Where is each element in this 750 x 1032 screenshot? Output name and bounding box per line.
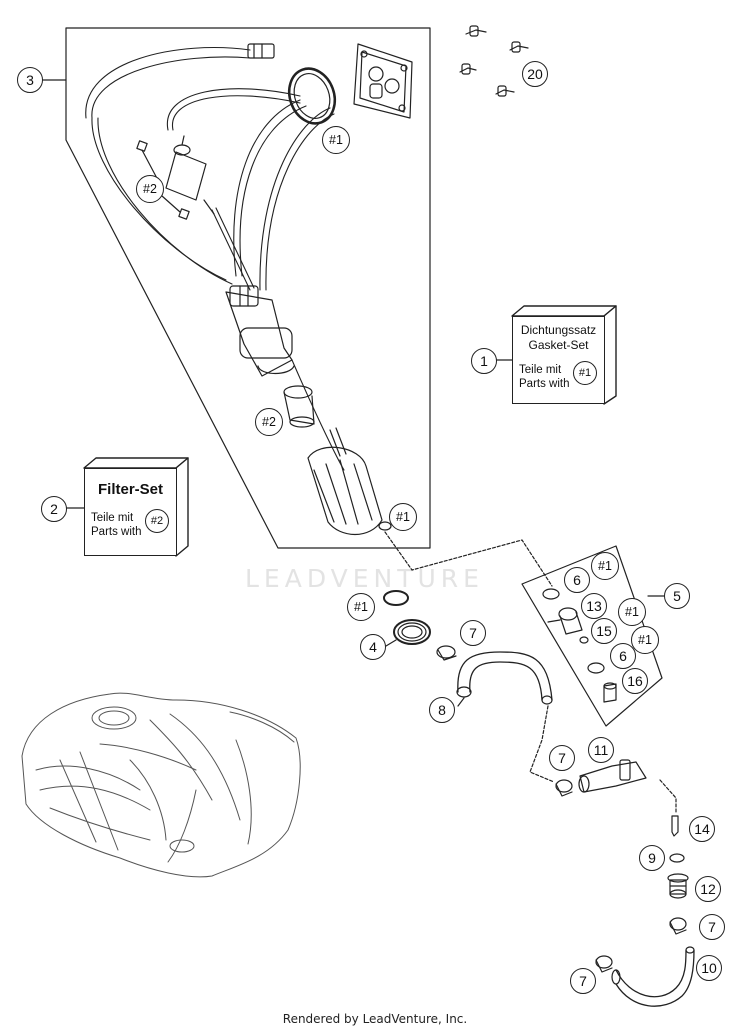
filter-set-parts-en: Parts with — [91, 526, 142, 538]
callout-11: 11 — [588, 737, 614, 763]
routing-line-c — [659, 779, 677, 813]
gasket-set-title-de: Dichtungssatz — [520, 323, 597, 337]
callout-14: 14 — [689, 816, 715, 842]
ref-callout-seal: #1 — [322, 126, 350, 154]
routing-line-a — [384, 531, 553, 587]
callout-12: 12 — [695, 876, 721, 902]
filter-set-box: Filter-Set Teile mit Parts with #2 — [84, 468, 177, 556]
filter-set-parts-de: Teile mit — [91, 512, 134, 524]
gasket-set-parts-de: Teile mit — [519, 364, 562, 376]
part-10-hose — [611, 946, 695, 1007]
pump-flange — [353, 43, 413, 119]
callout-7d: 7 — [570, 968, 596, 994]
callout-7a: 7 — [460, 620, 486, 646]
callout-20: 20 — [522, 61, 548, 87]
leadventure-watermark: LEADVENTURE — [245, 564, 484, 593]
gasket-set-title-en: Gasket-Set — [528, 338, 589, 352]
fuel-tank — [21, 692, 301, 878]
callout-3: 3 — [17, 67, 43, 93]
filter-set-parts-text: Teile mit Parts with — [91, 511, 142, 539]
part-15-ring — [579, 636, 589, 644]
callout-6a: 6 — [564, 567, 590, 593]
pump-body — [225, 285, 295, 377]
pump-sleeve — [283, 385, 315, 428]
ref-callout-left-oring: #1 — [347, 593, 375, 621]
wire-connector — [247, 43, 275, 59]
part-6-ring-b — [587, 662, 605, 674]
routing-line-b — [529, 705, 555, 783]
fuel-lines — [85, 47, 345, 471]
part-14-pin — [671, 815, 679, 837]
callout-8: 8 — [429, 697, 455, 723]
callout-10: 10 — [696, 955, 722, 981]
ref-callout-filter: #2 — [136, 175, 164, 203]
fuel-filter — [136, 135, 215, 220]
callout-13: 13 — [581, 593, 607, 619]
leader-filter-b — [161, 195, 181, 213]
part-16-nipple — [603, 682, 617, 703]
ref-callout-panel-c: #1 — [631, 626, 659, 654]
part-7-clamp-a — [436, 645, 457, 661]
ref-callout-panel-b: #1 — [618, 598, 646, 626]
callout-6b: 6 — [610, 643, 636, 669]
part-11-quick-connector — [578, 759, 647, 793]
part-7-clamp-d — [595, 955, 613, 973]
parts-panel-5 — [521, 545, 663, 727]
pump-oring — [378, 521, 392, 531]
filter-set-ref-callout: #2 — [145, 509, 169, 533]
gasket-set-ref-callout: #1 — [573, 361, 597, 385]
filter-set-title: Filter-Set — [97, 481, 163, 498]
callout-15: 15 — [591, 618, 617, 644]
part-20-bolts — [459, 25, 529, 97]
ref-callout-sleeve: #2 — [255, 408, 283, 436]
leader-8 — [457, 697, 465, 707]
part-6-ring-a — [542, 588, 560, 600]
part-4-seal — [393, 619, 431, 645]
callout-9: 9 — [639, 845, 665, 871]
gasket-set-parts-en: Parts with — [519, 378, 570, 390]
callout-1: 1 — [471, 348, 497, 374]
part-8-hose — [456, 651, 553, 705]
gasket-set-box: Dichtungssatz Gasket-Set Teile mit Parts… — [512, 316, 605, 404]
part-7-clamp-c — [669, 917, 687, 935]
ref-callout-oring: #1 — [389, 503, 417, 531]
pump-assembly-frame — [65, 27, 431, 549]
callout-5: 5 — [664, 583, 690, 609]
flange-seal-ring — [287, 67, 337, 125]
filter-set-box-3d — [83, 457, 189, 557]
callout-16: 16 — [622, 668, 648, 694]
callout-2: 2 — [41, 496, 67, 522]
gasket-set-parts-text: Teile mit Parts with — [519, 363, 570, 391]
part-13-fitting — [547, 607, 583, 635]
callout-7b: 7 — [549, 745, 575, 771]
footer-credit: Rendered by LeadVenture, Inc. — [282, 1012, 468, 1026]
part-12-fitting — [667, 873, 689, 899]
callout-4: 4 — [360, 634, 386, 660]
part-9-oring — [669, 853, 685, 863]
leader-4 — [385, 639, 397, 647]
part-7-clamp-b — [555, 779, 573, 797]
ref-callout-panel-a: #1 — [591, 552, 619, 580]
part-1-oring-left — [383, 590, 409, 606]
fuel-pump-cylinder — [307, 427, 383, 535]
callout-7c: 7 — [699, 914, 725, 940]
